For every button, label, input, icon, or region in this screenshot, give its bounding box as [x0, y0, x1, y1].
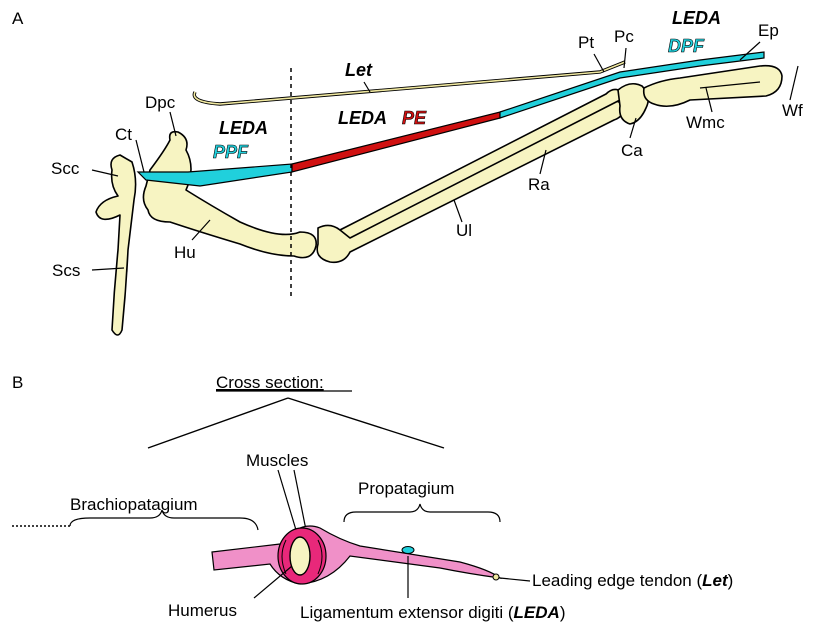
label-let-full: Leading edge tendon (Let): [532, 571, 733, 590]
let-cross-section: [493, 574, 499, 580]
scapula-bone: [96, 155, 136, 335]
humerus-cross-section: [290, 537, 310, 575]
label-pc: Pc: [614, 27, 634, 46]
label-let: Let: [345, 60, 373, 80]
label-dpc: Dpc: [145, 93, 176, 112]
leda-cross-section: [402, 547, 414, 554]
label-ul: Ul: [456, 221, 472, 240]
membrane-cross-section: [212, 526, 500, 584]
label-wmc: Wmc: [686, 113, 725, 132]
label-muscles: Muscles: [246, 451, 308, 470]
label-hu: Hu: [174, 243, 196, 262]
label-scs: Scs: [52, 261, 80, 280]
label-pt: Pt: [578, 33, 594, 52]
panel-b-letter: B: [12, 373, 23, 392]
label-ca: Ca: [621, 141, 643, 160]
label-humerus: Humerus: [168, 601, 237, 620]
label-ra: Ra: [528, 175, 550, 194]
label-ep: Ep: [758, 21, 779, 40]
label-dpf: DPF: [668, 36, 705, 56]
label-pe: PE: [402, 108, 427, 128]
label-wf: Wf: [782, 101, 803, 120]
cross-section-title: Cross section:: [216, 373, 324, 392]
label-leda-mid: LEDA: [338, 108, 387, 128]
leda-pe-segment: [292, 112, 500, 172]
label-scc: Scc: [51, 159, 80, 178]
label-leda-full: Ligamentum extensor digiti (LEDA): [300, 603, 566, 622]
label-propatagium: Propatagium: [358, 479, 454, 498]
label-ppf: PPF: [213, 142, 249, 162]
label-ct: Ct: [115, 125, 132, 144]
label-leda-proximal: LEDA: [219, 118, 268, 138]
label-leda-distal: LEDA: [672, 8, 721, 28]
panel-a-letter: A: [12, 9, 24, 28]
label-brachiopatagium: Brachiopatagium: [70, 495, 198, 514]
